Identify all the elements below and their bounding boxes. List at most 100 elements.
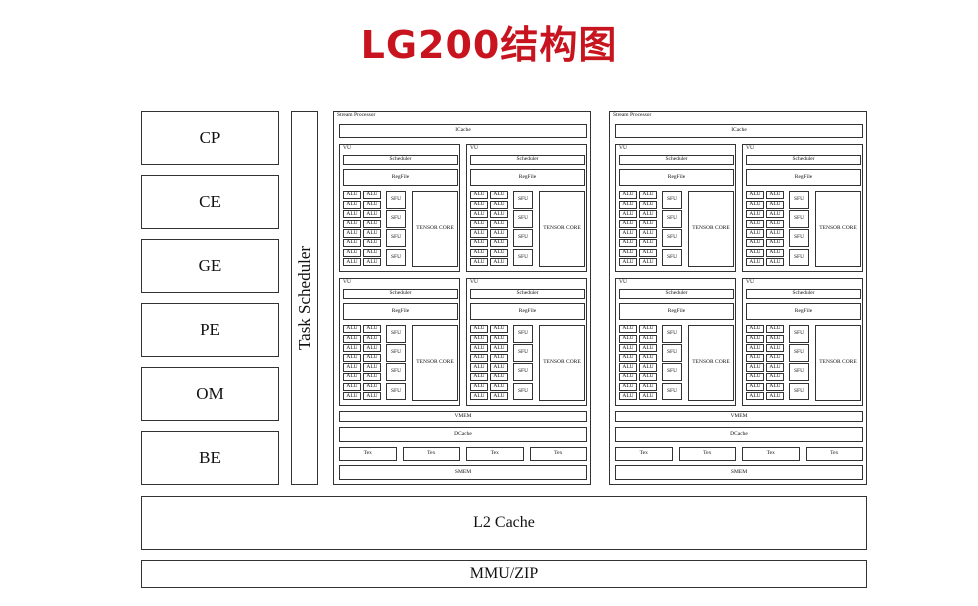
alu-cell-label: ALU <box>346 373 358 380</box>
sfu-unit: SFU <box>513 210 533 228</box>
alu-cell-label: ALU <box>622 248 634 255</box>
alu-cell: ALU <box>746 191 764 200</box>
be-label: BE <box>199 448 221 467</box>
regfile: RegFile <box>343 169 458 186</box>
alu-cell-label: ALU <box>346 344 358 351</box>
scheduler: Scheduler <box>619 289 734 299</box>
ce-block: CE <box>141 175 279 229</box>
alu-cell: ALU <box>639 344 657 353</box>
sfu-unit: SFU <box>662 382 682 401</box>
alu-cell-label: ALU <box>346 334 358 341</box>
alu-cell-label: ALU <box>749 363 761 370</box>
alu-cell: ALU <box>766 200 784 209</box>
alu-cell: ALU <box>490 229 508 238</box>
sfu-unit-label: SFU <box>666 253 678 260</box>
alu-cell-label: ALU <box>493 210 505 217</box>
scheduler-label: Scheduler <box>389 290 412 297</box>
sfu-unit-label: SFU <box>390 196 402 203</box>
regfile: RegFile <box>470 303 585 320</box>
alu-cell-label: ALU <box>622 210 634 217</box>
alu-cell: ALU <box>766 363 784 372</box>
regfile-label: RegFile <box>518 307 537 314</box>
tex-unit: Tex <box>529 447 587 461</box>
regfile-label: RegFile <box>391 307 410 314</box>
alu-cell-label: ALU <box>642 248 654 255</box>
alu-cell-label: ALU <box>493 239 505 246</box>
alu-cell: ALU <box>470 392 488 401</box>
alu-cell-label: ALU <box>493 220 505 227</box>
scheduler: Scheduler <box>746 289 861 299</box>
sfu-unit-label: SFU <box>390 253 402 260</box>
sfu-unit-label: SFU <box>390 330 402 337</box>
alu-cell: ALU <box>470 219 488 228</box>
alu-cell: ALU <box>746 353 764 362</box>
alu-cell: ALU <box>619 325 637 334</box>
tensor-core: TENSOR CORE <box>815 325 861 401</box>
tensor-core-label: TENSOR CORE <box>416 359 454 366</box>
tex-unit-label: Tex <box>766 450 775 457</box>
alu-cell: ALU <box>619 210 637 219</box>
cp-label: CP <box>199 128 221 147</box>
alu-cell: ALU <box>619 258 637 267</box>
alu-cell-label: ALU <box>622 363 634 370</box>
alu-cell-label: ALU <box>473 325 485 332</box>
scheduler-label: Scheduler <box>389 156 412 163</box>
mmu-zip-block: MMU/ZIP <box>141 560 867 588</box>
alu-cell: ALU <box>746 248 764 257</box>
sfu-unit: SFU <box>513 248 533 267</box>
alu-cell: ALU <box>490 210 508 219</box>
alu-cell-label: ALU <box>749 392 761 399</box>
regfile-label: RegFile <box>794 173 813 180</box>
alu-cell-label: ALU <box>473 392 485 399</box>
stream-processor-label: Stream Processor <box>337 112 376 118</box>
sfu-unit-label: SFU <box>390 215 402 222</box>
alu-cell: ALU <box>619 382 637 391</box>
tex-unit-label: Tex <box>490 450 499 457</box>
alu-cell: ALU <box>746 334 764 343</box>
alu-cell: ALU <box>746 229 764 238</box>
sfu-unit-label: SFU <box>517 387 529 394</box>
alu-cell: ALU <box>343 363 361 372</box>
alu-cell-label: ALU <box>769 334 781 341</box>
alu-cell: ALU <box>363 373 381 382</box>
sfu-unit: SFU <box>386 248 406 267</box>
alu-cell: ALU <box>746 239 764 248</box>
alu-cell-label: ALU <box>473 239 485 246</box>
alu-cell-label: ALU <box>622 373 634 380</box>
alu-cell-label: ALU <box>346 229 358 236</box>
tensor-core-label: TENSOR CORE <box>819 225 857 232</box>
alu-cell: ALU <box>343 392 361 401</box>
alu-cell: ALU <box>746 258 764 267</box>
alu-cell: ALU <box>363 382 381 391</box>
alu-cell-label: ALU <box>749 200 761 207</box>
alu-cell-label: ALU <box>642 392 654 399</box>
alu-cell: ALU <box>766 353 784 362</box>
vu-label: VU <box>619 279 627 285</box>
sfu-unit-label: SFU <box>517 368 529 375</box>
regfile-label: RegFile <box>391 173 410 180</box>
alu-cell: ALU <box>470 210 488 219</box>
sfu-unit-label: SFU <box>666 234 678 241</box>
sfu-unit: SFU <box>513 325 533 343</box>
sfu-unit-label: SFU <box>666 387 678 394</box>
tex-unit: Tex <box>678 447 736 461</box>
alu-cell-label: ALU <box>769 200 781 207</box>
alu-cell: ALU <box>619 363 637 372</box>
alu-cell-label: ALU <box>769 239 781 246</box>
tensor-core-label: TENSOR CORE <box>416 225 454 232</box>
alu-cell-label: ALU <box>346 191 358 198</box>
alu-cell-label: ALU <box>749 373 761 380</box>
alu-cell-label: ALU <box>366 354 378 361</box>
vu-label: VU <box>470 279 478 285</box>
alu-cell: ALU <box>639 248 657 257</box>
alu-cell: ALU <box>746 219 764 228</box>
alu-cell-label: ALU <box>493 382 505 389</box>
sfu-unit-label: SFU <box>390 387 402 394</box>
pe-block: PE <box>141 303 279 357</box>
ge-label: GE <box>198 256 222 275</box>
scheduler-label: Scheduler <box>516 290 539 297</box>
alu-cell-label: ALU <box>749 191 761 198</box>
sfu-unit-label: SFU <box>517 234 529 241</box>
alu-cell: ALU <box>766 325 784 334</box>
